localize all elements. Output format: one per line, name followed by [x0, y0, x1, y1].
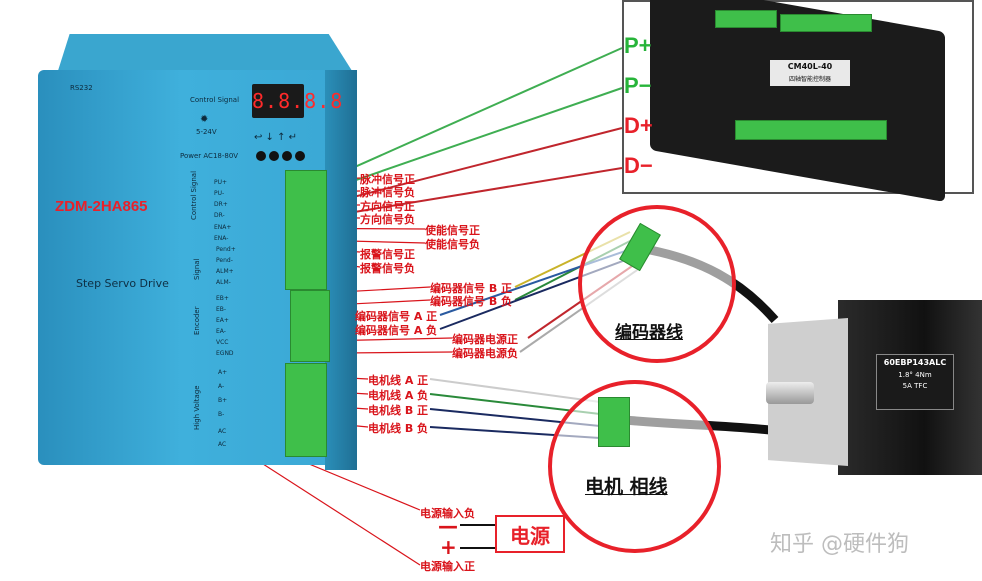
label-power-neg: 电源输入负 [420, 507, 475, 520]
pin-egnd: EGND [216, 350, 234, 357]
minus-sign: — [438, 514, 458, 538]
label-d-plus: D+ [624, 113, 653, 138]
control-signal-label: Control Signal [190, 96, 240, 104]
led-display: 8.8.8.8 [252, 84, 342, 118]
side-hv-label: High Voltage [193, 385, 201, 430]
label-enc-a-pos: 编码器信号 A 正 [355, 310, 438, 323]
label-motor-a-neg: 电机线 A 负 [368, 389, 429, 402]
motor-phase-circle [548, 380, 721, 553]
label-pulse-neg: 脉冲信号负 [360, 186, 415, 199]
power-box: 电源 [495, 515, 565, 553]
motor-label: 60EBP143ALC 1.8° 4Nm 5A TFC [876, 354, 954, 410]
key-down-button[interactable] [269, 151, 279, 161]
label-en-neg: 使能信号负 [425, 238, 480, 251]
label-pulse-pos: 脉冲信号正 [360, 173, 415, 186]
terminal-control [285, 170, 327, 290]
led-indicator-icon: ✹ [200, 114, 209, 125]
voltage-label: 5-24V [196, 128, 217, 136]
pin-ac-1: AC [218, 428, 227, 435]
key-up-button[interactable] [282, 151, 292, 161]
label-motor-b-neg: 电机线 B 负 [368, 422, 429, 435]
driver-model: ZDM-2HA865 [55, 198, 148, 215]
label-motor-a-pos: 电机线 A 正 [368, 374, 429, 387]
label-p-plus: P+ [624, 33, 652, 58]
side-control-label: Control Signal [190, 170, 198, 220]
driver-top [56, 34, 354, 74]
pin-ac-2: AC [218, 441, 227, 448]
controller-model: CM40L-40 [787, 62, 833, 71]
motor-phase-title: 电机 相线 [585, 476, 668, 498]
pin-pend-minus: Pend- [216, 257, 233, 264]
watermark: 知乎 @硬件狗 [770, 532, 909, 557]
motor-angle: 1.8° [898, 371, 913, 379]
pin-pu-plus: PU+ [214, 179, 228, 186]
label-enc-b-neg: 编码器信号 B 负 [430, 295, 513, 308]
label-en-pos: 使能信号正 [425, 224, 480, 237]
motor-connector [598, 397, 630, 447]
pin-dr-minus: DR- [214, 212, 225, 219]
label-enc-b-pos: 编码器信号 B 正 [430, 282, 513, 295]
pin-ena-plus: ENA+ [214, 224, 232, 231]
pin-vcc: VCC [216, 339, 229, 346]
label-enc-pwr-pos: 编码器电源正 [452, 333, 518, 346]
pin-ea-plus: EA+ [216, 317, 229, 324]
driver-side [325, 70, 357, 470]
encoder-circle [578, 205, 736, 363]
terminal-motor [285, 363, 327, 457]
label-d-minus: D− [624, 153, 653, 178]
controller-terminal-2 [780, 14, 872, 32]
pin-ena-minus: ENA- [214, 235, 229, 242]
pin-eb-plus: EB+ [216, 295, 229, 302]
label-dir-neg: 方向信号负 [360, 213, 415, 226]
plus-sign: + [440, 535, 457, 559]
motor-current: 5A [902, 382, 912, 390]
key-enter-button[interactable] [295, 151, 305, 161]
motor-tfc: TFC [914, 382, 928, 390]
motor-torque: 4Nm [915, 371, 932, 379]
power-ac-label: Power AC18-80V [180, 152, 239, 160]
label-alm-neg: 报警信号负 [360, 262, 415, 275]
side-signal-label: Signal [193, 258, 201, 280]
terminal-encoder [290, 290, 330, 362]
motor-model: 60EBP143ALC [883, 358, 947, 367]
pin-pend-plus: Pend+ [216, 246, 236, 253]
pin-a-minus: A- [218, 383, 225, 390]
label-dir-pos: 方向信号正 [360, 200, 415, 213]
key-arrows-icon: ↩ ↓ ↑ ↵ [254, 132, 298, 143]
label-alm-pos: 报警信号正 [360, 248, 415, 261]
pin-b-minus: B- [218, 411, 225, 418]
side-encoder-label: Encoder [193, 306, 201, 335]
pin-dr-plus: DR+ [214, 201, 228, 208]
label-motor-b-pos: 电机线 B 正 [368, 404, 429, 417]
label-p-minus: P− [624, 73, 652, 98]
encoder-wire-title: 编码器线 [615, 323, 683, 343]
key-back-button[interactable] [256, 151, 266, 161]
controller-label: CM40L-40 四轴智能控制器 [770, 60, 850, 86]
rs232-label: RS232 [70, 84, 93, 92]
pin-alm-plus: ALM+ [216, 268, 234, 275]
controller-terminal-3 [735, 120, 887, 140]
driver-name: Step Servo Drive [76, 277, 169, 290]
label-enc-a-neg: 编码器信号 A 负 [355, 324, 438, 337]
controller-sub: 四轴智能控制器 [788, 76, 831, 83]
label-power-pos: 电源输入正 [420, 560, 475, 573]
label-enc-pwr-neg: 编码器电源负 [452, 347, 518, 360]
pin-eb-minus: EB- [216, 306, 227, 313]
pin-b-plus: B+ [218, 397, 228, 404]
pin-alm-minus: ALM- [216, 279, 231, 286]
motor-shaft [766, 382, 814, 404]
pin-a-plus: A+ [218, 369, 228, 376]
pin-ea-minus: EA- [216, 328, 226, 335]
controller-terminal-1 [715, 10, 777, 28]
pin-pu-minus: PU- [214, 190, 225, 197]
